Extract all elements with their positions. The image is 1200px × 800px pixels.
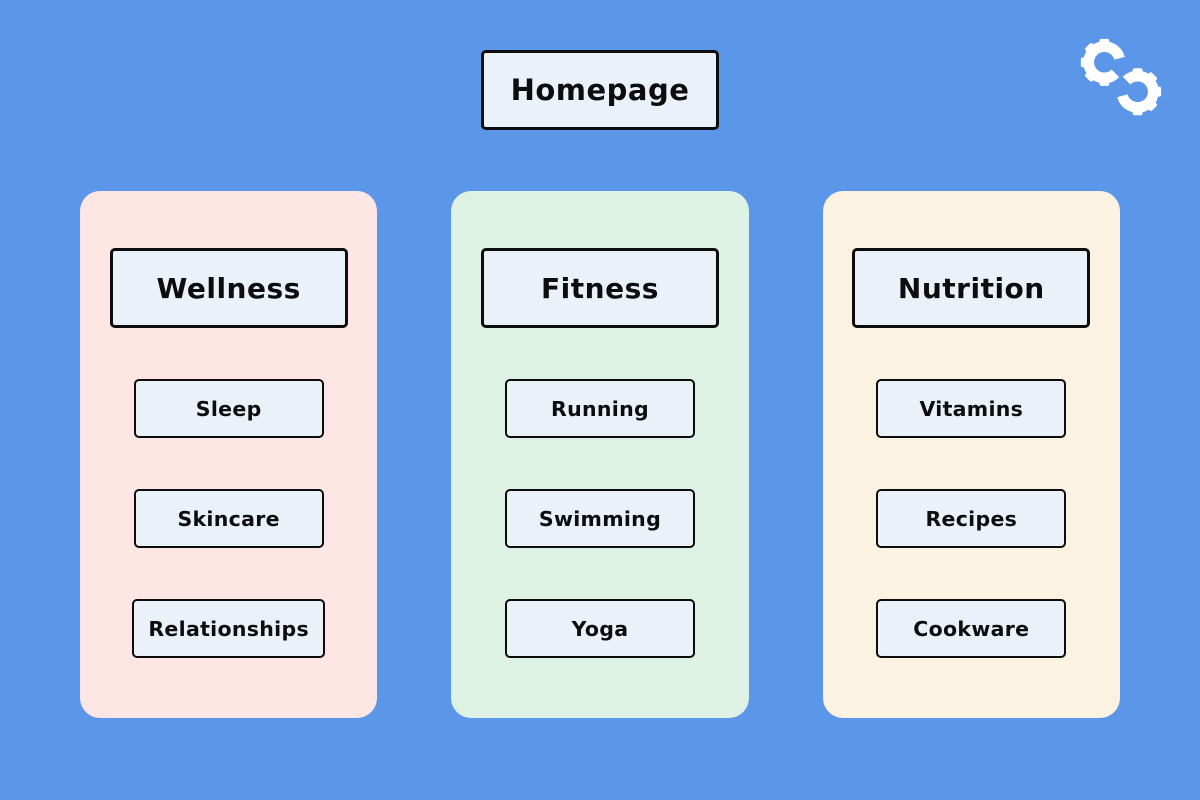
gears-logo-icon [1074,30,1168,124]
category-node-fitness: Fitness [480,248,719,328]
subcategory-node-recipes: Recipes [876,489,1067,548]
subcategory-node-sleep: Sleep [133,379,324,438]
subcategory-node-relationships: Relationships [132,599,325,658]
subcategory-node-skincare: Skincare [133,489,324,548]
category-card-nutrition: Nutrition Vitamins Recipes Cookware [822,191,1120,718]
category-card-wellness: Wellness Sleep Skincare Relationships [80,191,378,718]
subcategory-node-yoga: Yoga [504,599,695,658]
subcategory-node-swimming: Swimming [504,489,695,548]
subcategory-node-vitamins: Vitamins [876,379,1067,438]
homepage-node: Homepage [481,50,719,130]
category-node-nutrition: Nutrition [852,248,1091,328]
category-card-fitness: Fitness Running Swimming Yoga [451,191,749,718]
subcategory-node-cookware: Cookware [876,599,1067,658]
category-cards-row: Wellness Sleep Skincare Relationships Fi… [80,191,1120,718]
category-node-wellness: Wellness [109,248,348,328]
subcategory-node-running: Running [504,379,695,438]
